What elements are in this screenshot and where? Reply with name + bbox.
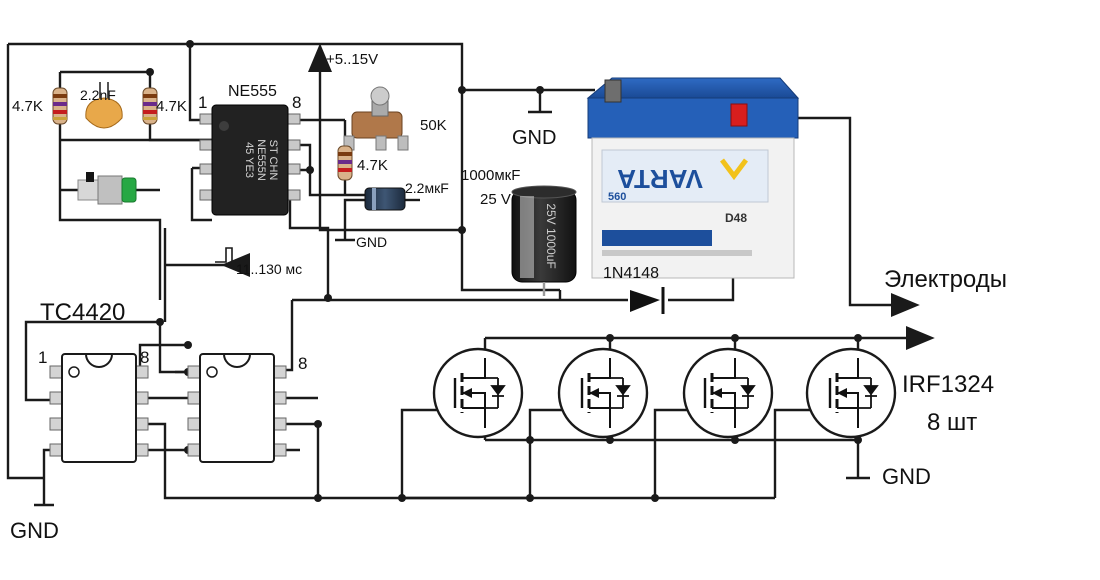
driver-pin1-label: 1 xyxy=(38,348,47,367)
cap-big-marking: 25V 1000uF xyxy=(544,203,558,268)
mosfet-count-label: 8 шт xyxy=(927,409,977,436)
ne555-marking-2: NE555N xyxy=(255,139,267,181)
pulse-indicator: 11..130 мс xyxy=(215,247,302,277)
driver-chip-1 xyxy=(49,353,149,463)
r3-label: 4.7K xyxy=(357,157,388,174)
pot-label: 50K xyxy=(420,117,447,134)
r2-label: 4.7K xyxy=(156,98,187,115)
capacitor-timing: 2.2nF xyxy=(80,82,123,129)
c-timing-label: 2.2nF xyxy=(80,87,116,103)
resistor-r3: 4.7K xyxy=(337,145,388,181)
mosfet-4 xyxy=(805,347,897,439)
r1-label: 4.7K xyxy=(12,98,43,115)
gnd-main-label: GND xyxy=(10,518,59,543)
potentiometer: 50K xyxy=(343,86,447,151)
electrodes-label: Электроды xyxy=(884,266,1007,293)
ne555-chip: ST CHN NE555N 45 YE3 NE555 1 8 xyxy=(198,83,301,216)
ne555-marking-1: ST CHN xyxy=(267,140,279,181)
capacitor-1000uf: 25V 1000uF 1000мкF 25 V xyxy=(461,167,577,296)
ne555-marking-3: 45 YE3 xyxy=(243,142,255,178)
gnd-555-label: GND xyxy=(356,234,387,250)
ne555-pin1-label: 1 xyxy=(198,93,207,112)
diode-1n4148: 1N4148 xyxy=(603,265,665,314)
resistor-r1: 4.7K xyxy=(12,87,68,125)
gnd-battery-label: GND xyxy=(512,127,556,149)
mosfet-label: IRF1324 xyxy=(902,371,994,398)
driver-pin8a-label: 8 xyxy=(140,348,149,367)
diode-label: 1N4148 xyxy=(603,265,659,282)
driver-chip-2 xyxy=(187,353,287,463)
battery-sub: 560 xyxy=(608,191,626,203)
c-small-label: 2.2мкF xyxy=(405,180,449,196)
cap-big-label-2: 25 V xyxy=(480,191,511,208)
battery-model: D48 xyxy=(725,211,747,225)
capacitor-small: 2.2мкF xyxy=(364,180,449,211)
ne555-label: NE555 xyxy=(228,83,277,100)
mosfet-3 xyxy=(682,347,774,439)
battery-brand: VARTA xyxy=(617,164,703,194)
pulse-label: 11..130 мс xyxy=(236,261,302,277)
ne555-pin8-label: 8 xyxy=(292,93,301,112)
cap-big-label-1: 1000мкF xyxy=(461,167,520,184)
driver-label: TC4420 xyxy=(40,299,125,326)
gnd-555: GND xyxy=(335,234,387,250)
supply-terminal: +5..15V xyxy=(308,43,378,72)
driver-pin8b-label: 8 xyxy=(298,354,307,373)
supply-label: +5..15V xyxy=(326,51,378,68)
battery: VARTA 560 D48 xyxy=(586,77,800,279)
push-button xyxy=(77,172,137,205)
mosfet-1 xyxy=(432,347,524,439)
resistor-r2: 4.7K xyxy=(142,87,187,125)
gnd-mosfets-label: GND xyxy=(882,464,931,489)
mosfet-2 xyxy=(557,347,649,439)
